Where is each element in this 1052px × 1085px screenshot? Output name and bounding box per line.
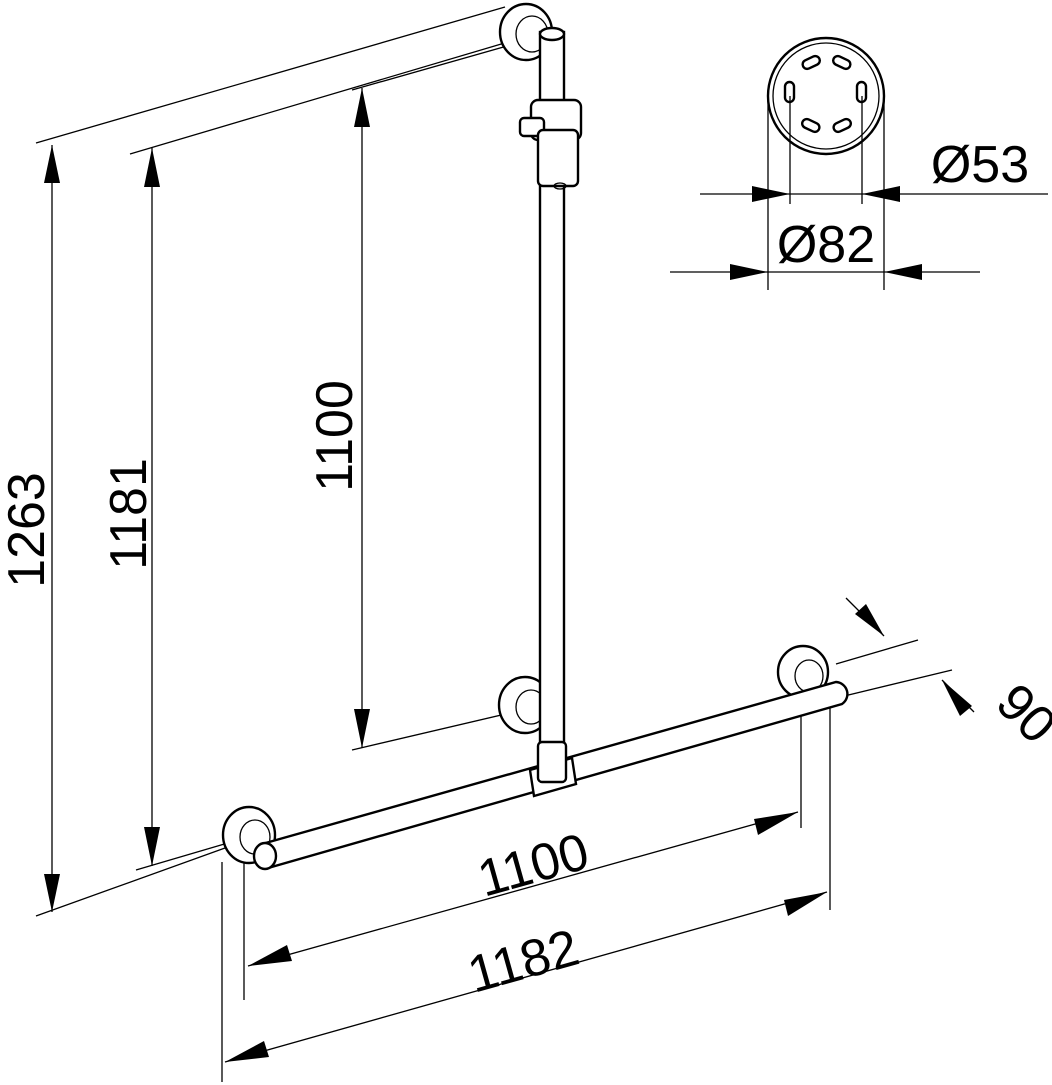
dim-horizontal-bar xyxy=(243,690,802,1000)
grab-bar xyxy=(221,2,849,871)
shower-holder xyxy=(518,98,583,190)
rose-detail xyxy=(670,36,1048,290)
label-horizontal-bar: 1100 xyxy=(472,823,595,909)
dim-overall-height xyxy=(35,6,506,917)
label-overall-height: 1263 xyxy=(0,472,56,588)
label-projection: 90 xyxy=(985,673,1052,755)
dim-post-height xyxy=(129,41,509,871)
dim-overall-width xyxy=(221,690,831,1082)
t-junction xyxy=(528,740,578,798)
label-overall-width: 1182 xyxy=(462,919,585,1005)
label-rose-inner: Ø53 xyxy=(931,136,1029,194)
label-post-height: 1181 xyxy=(100,458,158,570)
label-vertical-bar: 1100 xyxy=(306,380,364,492)
dim-projection xyxy=(835,597,975,716)
middle-wall-rose xyxy=(497,675,553,735)
label-rose-outer: Ø82 xyxy=(777,216,875,274)
dim-vertical-bar xyxy=(351,43,515,751)
